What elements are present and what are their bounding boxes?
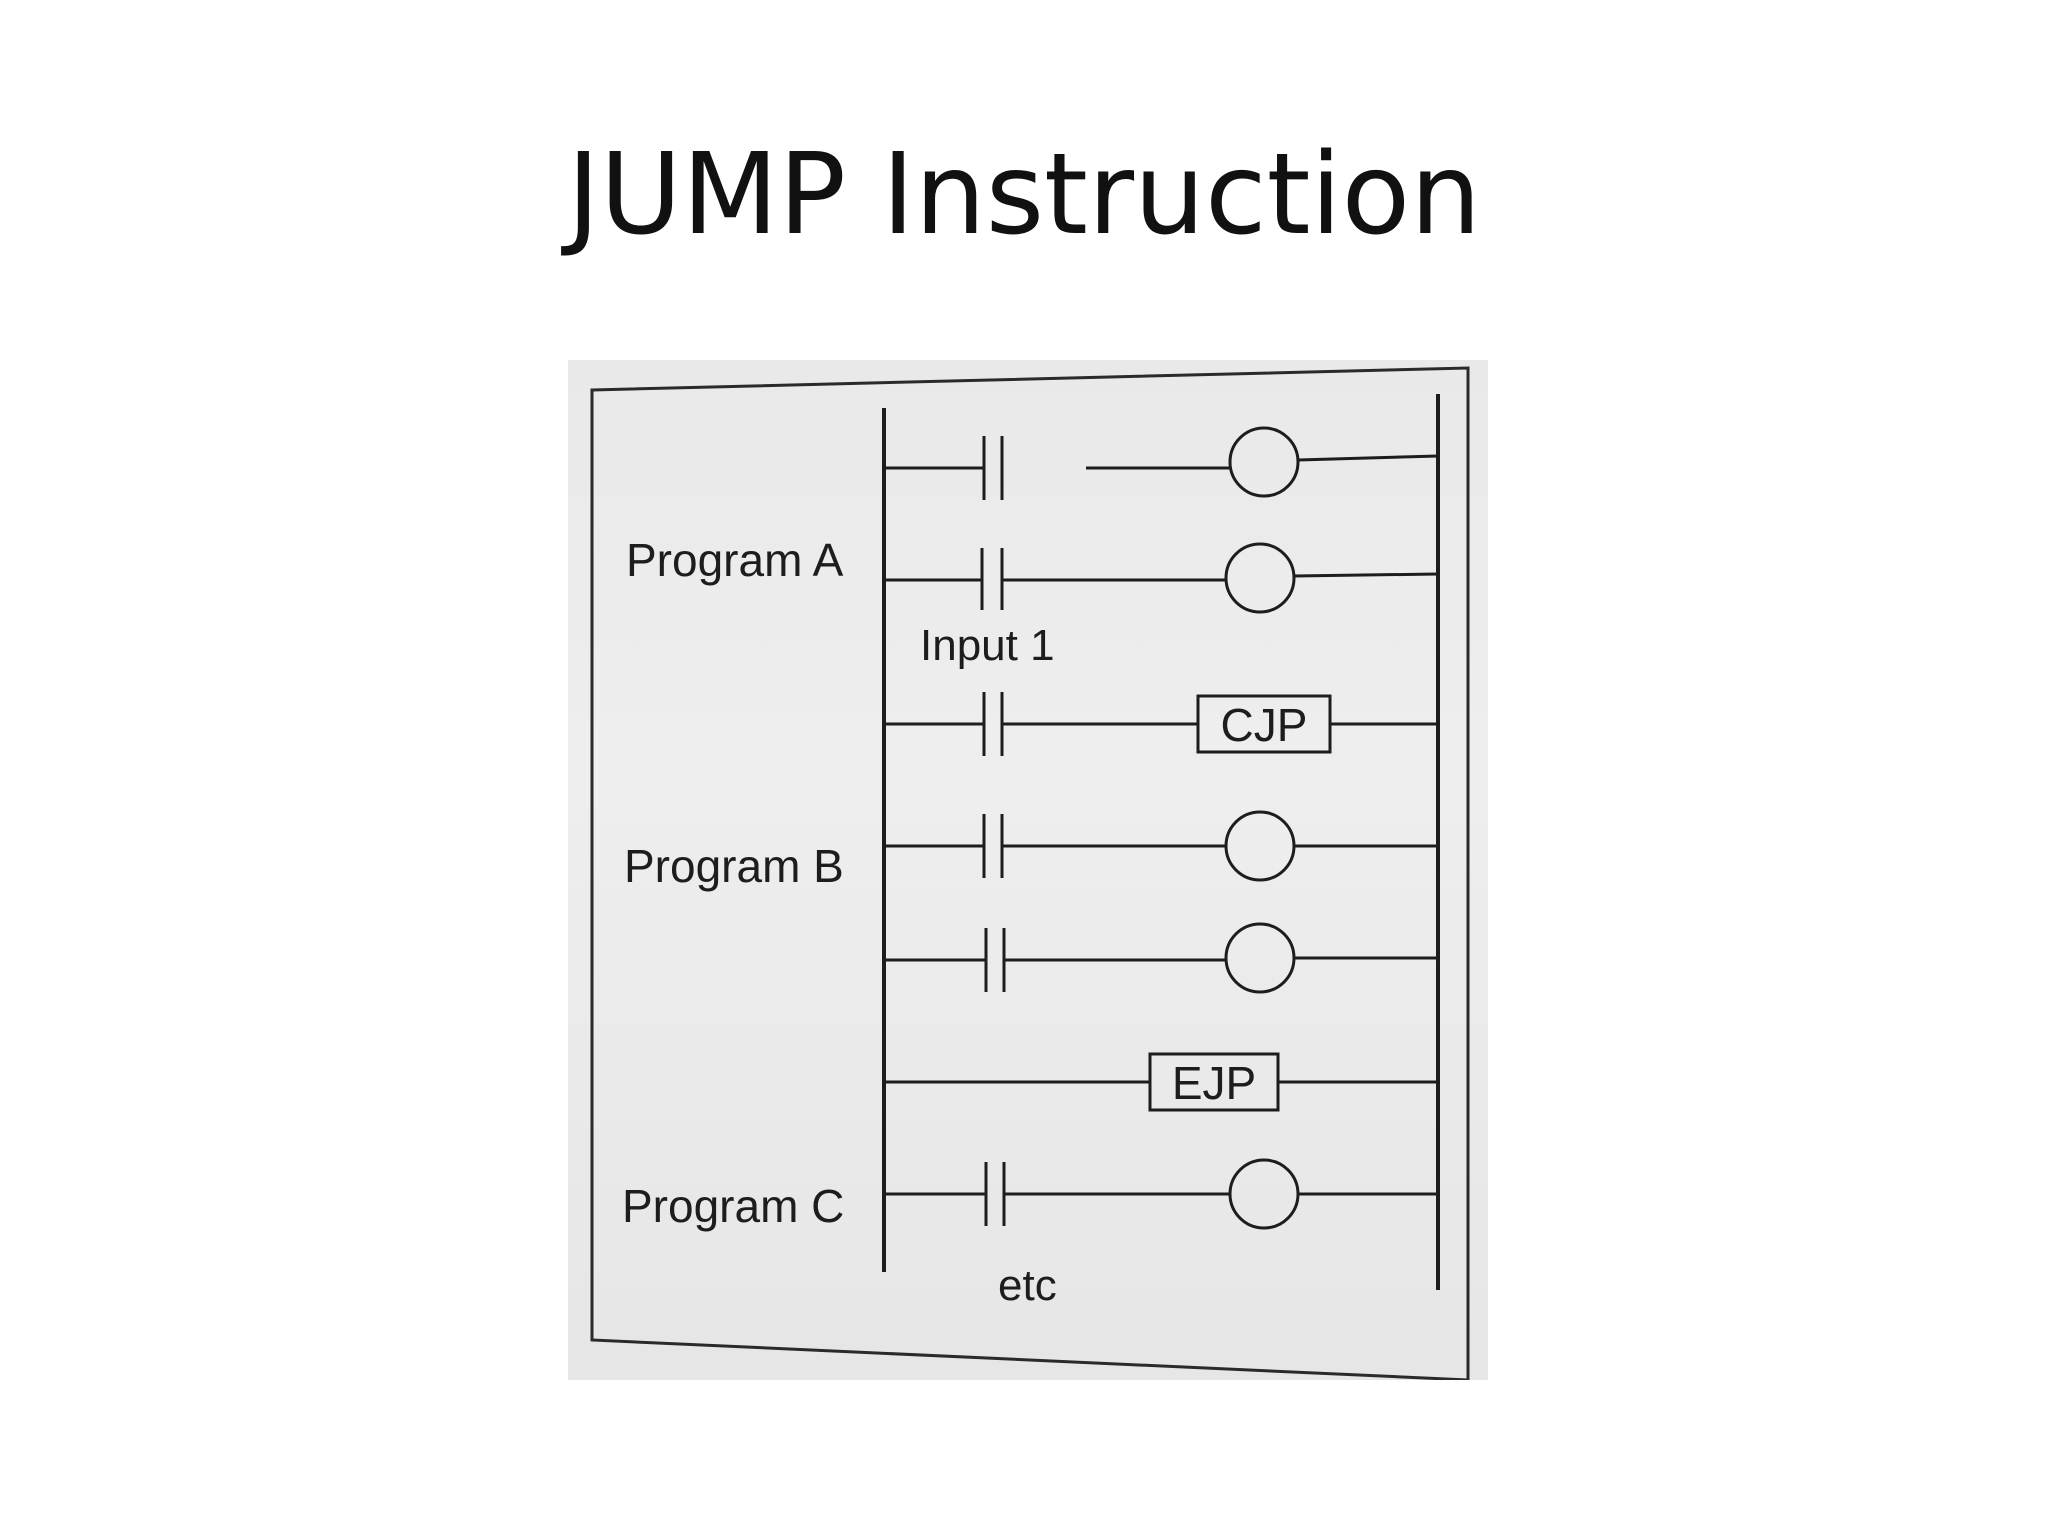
output-coil bbox=[1224, 542, 1296, 614]
rung-5 bbox=[884, 922, 1438, 994]
rung-1 bbox=[884, 426, 1439, 500]
output-coil bbox=[1224, 810, 1296, 882]
program-b-label: Program B bbox=[624, 840, 844, 892]
output-coil bbox=[1224, 922, 1296, 994]
cjp-label: CJP bbox=[1221, 699, 1308, 751]
input-1-label: Input 1 bbox=[920, 621, 1055, 670]
rung-6 bbox=[884, 1052, 1438, 1112]
rung-3 bbox=[884, 692, 1438, 756]
slide-title: JUMP Instruction bbox=[566, 130, 1482, 260]
diagram-frame bbox=[590, 366, 1470, 1380]
ladder-diagram-photo: Program A Input 1 CJP Program B EJP Prog… bbox=[568, 360, 1488, 1380]
program-c-label: Program C bbox=[622, 1180, 844, 1232]
rung-2 bbox=[884, 542, 1439, 614]
etc-label: etc bbox=[998, 1261, 1057, 1310]
rung-4 bbox=[884, 810, 1438, 882]
ejp-label: EJP bbox=[1172, 1057, 1256, 1109]
ladder-diagram: Program A Input 1 CJP Program B EJP Prog… bbox=[590, 366, 1470, 1380]
program-a-label: Program A bbox=[626, 534, 844, 586]
output-coil bbox=[1228, 1158, 1300, 1230]
output-coil bbox=[1228, 426, 1300, 498]
rung-7 bbox=[884, 1158, 1438, 1230]
